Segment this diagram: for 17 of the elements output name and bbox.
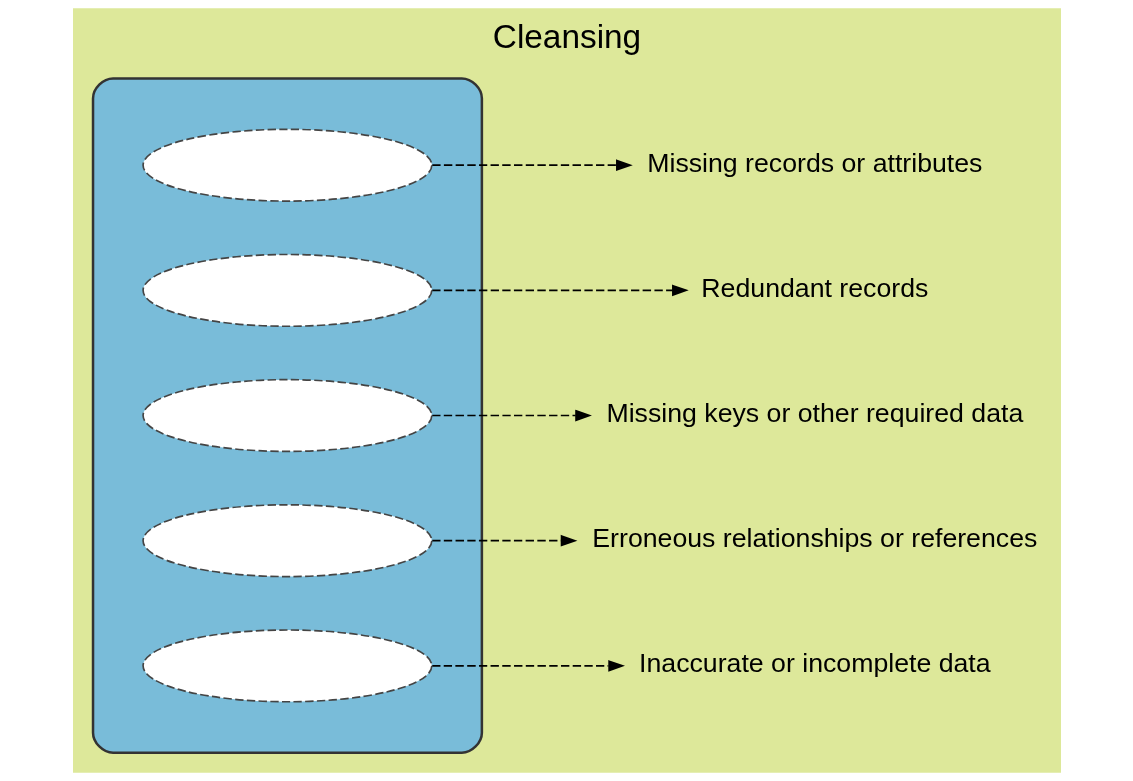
node-text: Missing keys or other required data: [605, 397, 1023, 428]
diagram-title: Cleansing: [492, 18, 641, 56]
node-ellipse: [141, 253, 433, 328]
node-text: Erroneous relationships or references: [591, 523, 1037, 554]
node-ellipse: [141, 378, 433, 453]
arrow: [431, 660, 625, 672]
cluster: [91, 77, 483, 754]
node-text: Missing records or attributes: [646, 147, 982, 178]
node-text: Inaccurate or incomplete data: [638, 648, 991, 679]
arrow: [431, 534, 577, 547]
node-ellipse: [141, 504, 433, 578]
node-ellipse: [141, 128, 433, 202]
arrow: [431, 409, 592, 422]
node-text: Redundant records: [700, 272, 928, 303]
arrow: [431, 159, 633, 172]
arrow: [431, 284, 689, 297]
node-ellipse: [141, 629, 433, 703]
